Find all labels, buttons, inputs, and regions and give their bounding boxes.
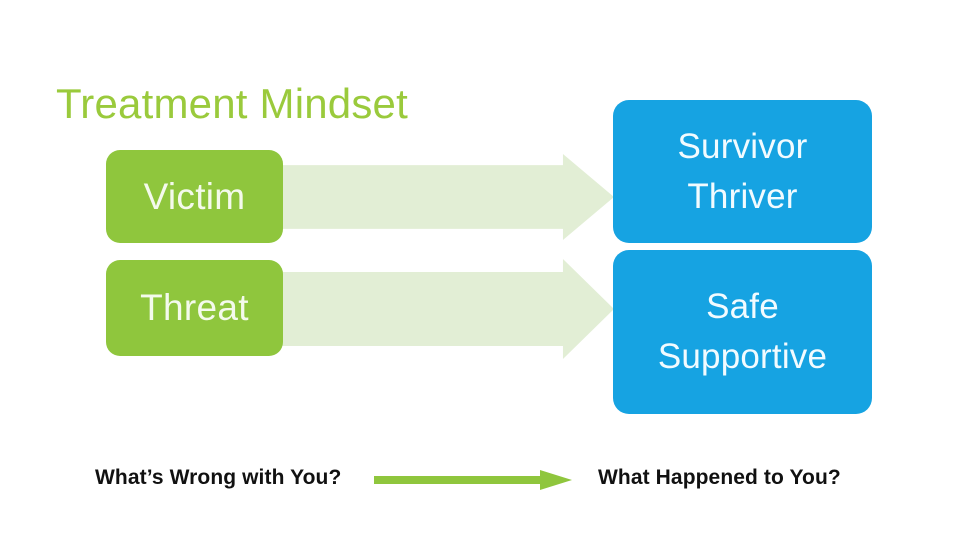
page-title: Treatment Mindset	[56, 80, 408, 127]
right-line-arrow-icon	[374, 470, 572, 490]
mindset-box-safe-line1: Safe	[706, 287, 779, 326]
mindset-box-safe-supportive: Safe Supportive	[613, 250, 872, 414]
footer-caption-right: What Happened to You?	[598, 466, 841, 489]
mindset-box-survivor-line1: Survivor	[677, 126, 808, 166]
mindset-box-victim-label: Victim	[143, 175, 246, 217]
footer-caption-left: What’s Wrong with You?	[95, 466, 342, 489]
right-block-arrow-icon	[262, 259, 614, 359]
mindset-box-threat-label: Threat	[140, 287, 249, 328]
mindset-box-safe-line2: Supportive	[657, 337, 828, 376]
mindset-box-survivor-thriver: Survivor Thriver	[613, 100, 872, 243]
mindset-box-threat: Threat	[106, 260, 283, 356]
mindset-box-survivor-line2: Thriver	[687, 176, 798, 216]
right-block-arrow-icon	[262, 154, 614, 240]
mindset-box-victim: Victim	[106, 150, 283, 243]
